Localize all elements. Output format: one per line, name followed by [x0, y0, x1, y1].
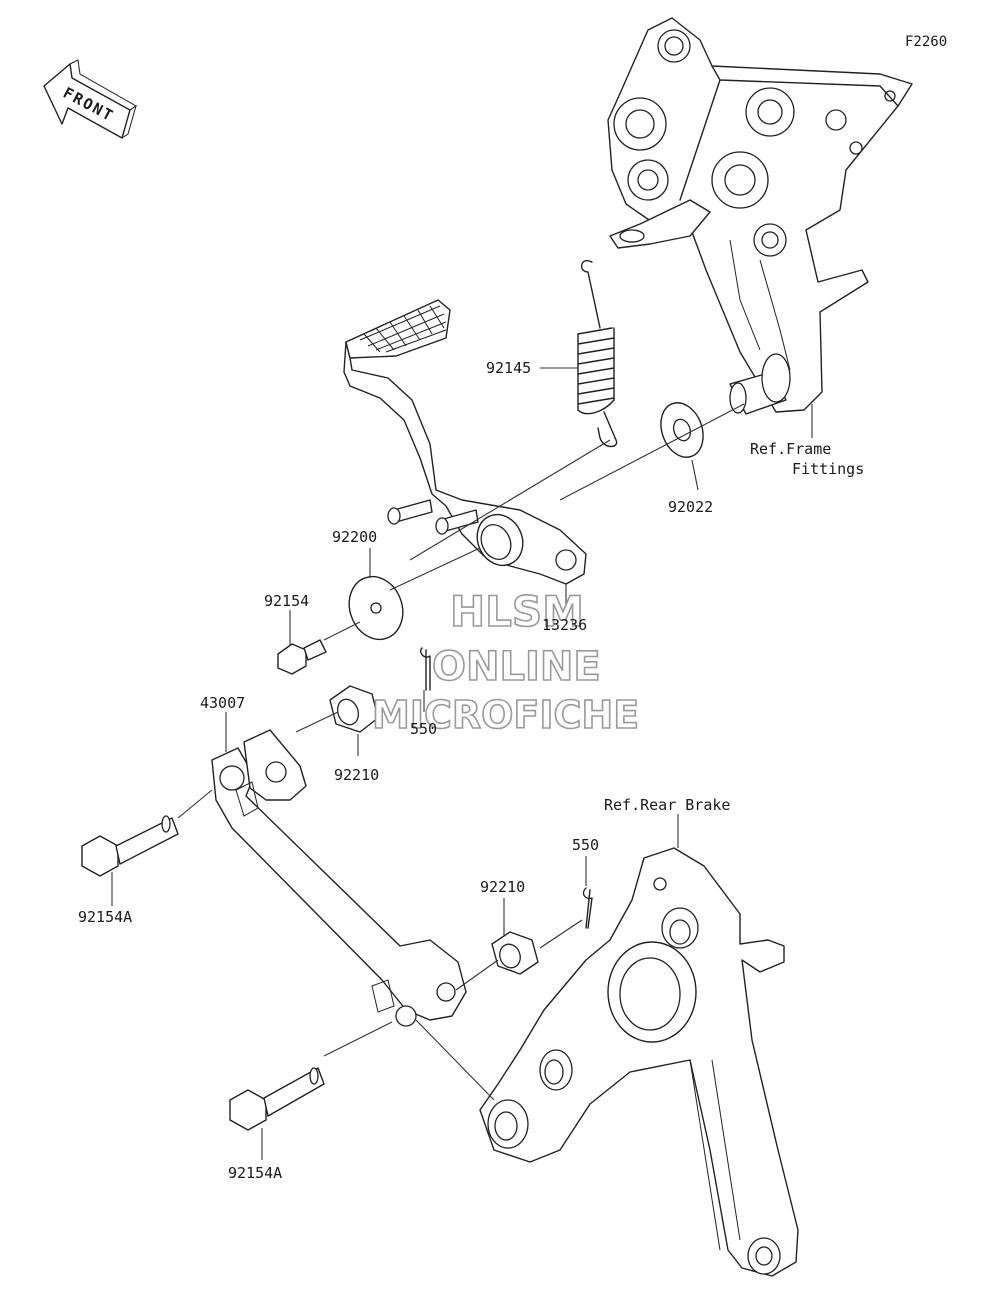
label-nut-lower: 92210	[480, 878, 525, 896]
front-arrow-icon: FRONT	[43, 59, 137, 139]
label-bolt-lower: 92154A	[228, 1164, 282, 1182]
leader-lines	[111, 367, 813, 1160]
label-cotter-pin-upper: 550	[410, 720, 437, 738]
rear-brake-arm	[479, 847, 799, 1277]
label-bolt-small: 92154	[264, 592, 309, 610]
label-washer-large: 92022	[668, 498, 713, 516]
label-nut-upper: 92210	[334, 766, 379, 784]
watermark-line3: MICROFICHE	[372, 693, 639, 737]
label-pedal: 13236	[542, 616, 587, 634]
ref-rear-brake: Ref.Rear Brake	[604, 796, 730, 814]
brake-pedal-13236	[343, 299, 587, 585]
watermark-line2: ONLINE	[432, 644, 601, 690]
washer-92022	[660, 402, 704, 458]
watermark-line1: HLSM	[450, 587, 584, 636]
label-bolt-upper: 92154A	[78, 908, 132, 926]
label-washer-pedal: 92200	[332, 528, 377, 546]
ref-frame-fittings-line2: Fittings	[792, 460, 864, 478]
label-cotter-pin-lower: 550	[572, 836, 599, 854]
spring-92145	[577, 260, 618, 448]
washer-92200	[348, 575, 404, 641]
watermark: HLSM ONLINE MICROFICHE	[371, 586, 640, 738]
cotter-pin-upper	[420, 647, 431, 691]
bolt-lower-92154A	[229, 1067, 325, 1131]
nut-lower-92210	[491, 931, 539, 975]
rod-43007	[211, 729, 467, 1027]
bolt-upper-92154A	[81, 815, 179, 877]
ref-frame-fittings-line1: Ref.Frame	[750, 440, 831, 458]
figure-code: F2260	[905, 34, 947, 50]
nut-upper-92210	[329, 685, 379, 733]
cotter-pin-lower	[582, 887, 593, 929]
label-spring: 92145	[486, 359, 531, 377]
bolt-92154	[277, 639, 327, 675]
frame-fittings-bracket	[607, 17, 913, 415]
assembly-lines	[177, 403, 745, 1101]
label-rod: 43007	[200, 694, 245, 712]
